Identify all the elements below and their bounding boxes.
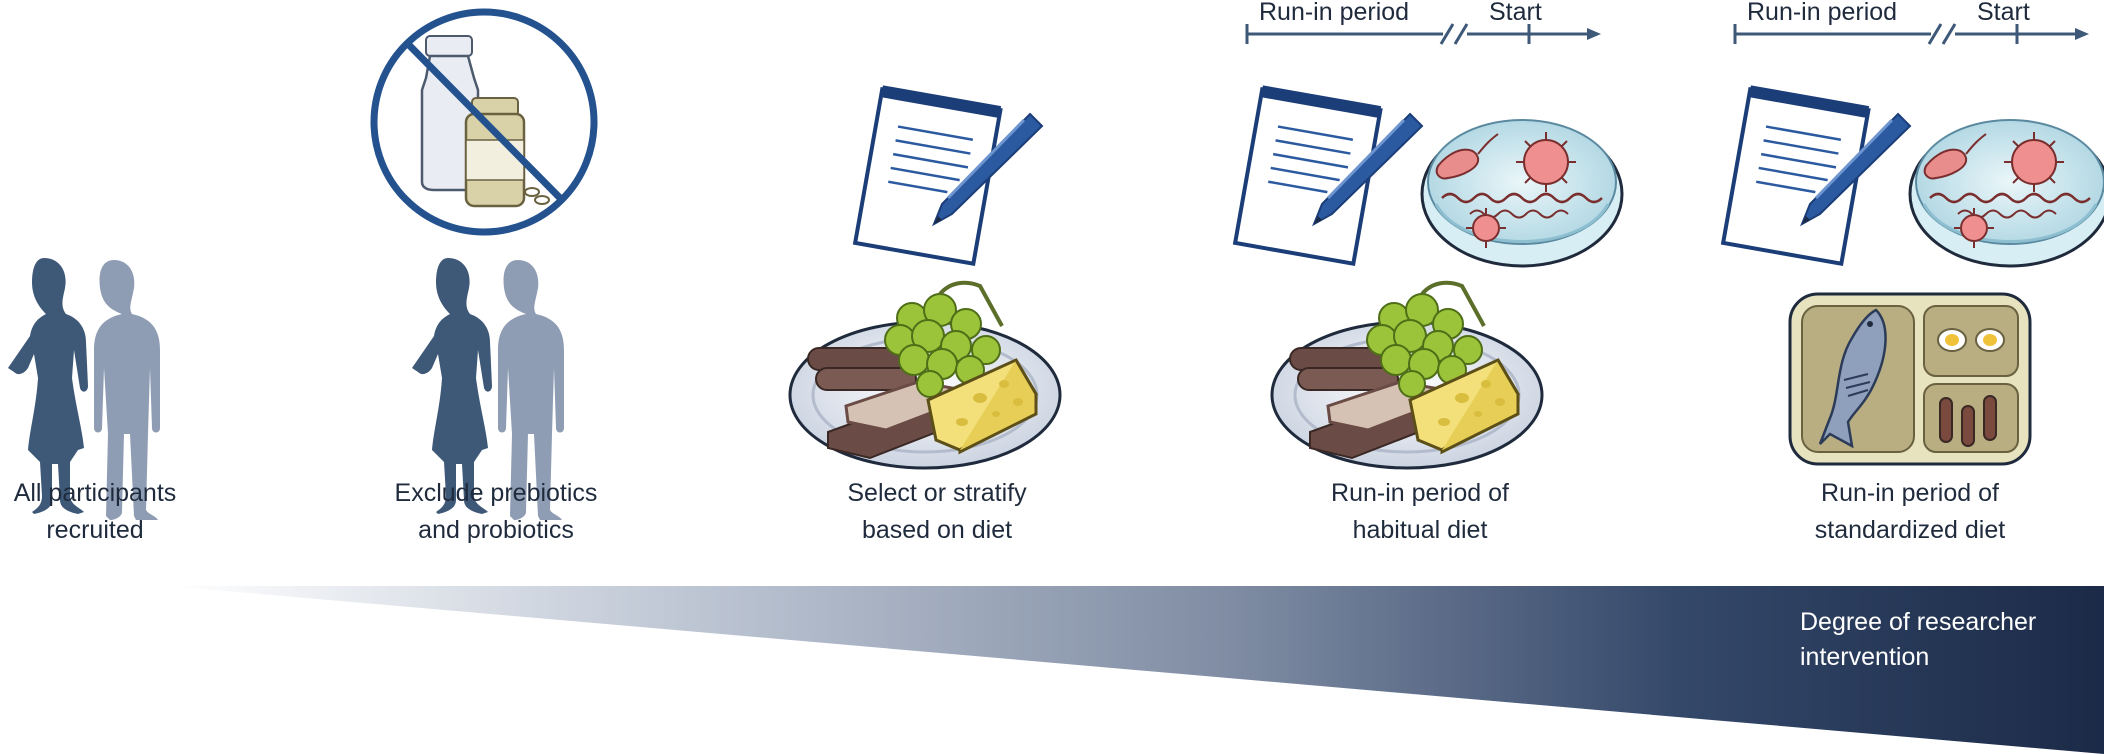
stage-caption-1: All participants recruited <box>0 475 265 549</box>
intervention-label-line: intervention <box>1800 643 1930 671</box>
notepad-pen-icon <box>1233 83 1424 266</box>
meal-tray-icon <box>1788 292 2032 466</box>
food-plate-icon <box>788 280 1062 470</box>
petri-dish-icon <box>1420 118 1624 268</box>
timeline-runin-label: Run-in period <box>1747 0 1898 26</box>
caption-line: Exclude prebiotics <box>394 479 598 507</box>
timeline-arrow <box>1733 22 2091 46</box>
caption-line: standardized diet <box>1814 516 2006 544</box>
no-supplements-icon <box>370 8 598 236</box>
timeline-runin-label: Run-in period <box>1259 0 1410 26</box>
notepad-pen-icon <box>853 83 1044 266</box>
timeline-arrow <box>1245 22 1603 46</box>
stage-caption-3: Select or stratify based on diet <box>767 475 1107 549</box>
stage-caption-4: Run-in period of habitual diet <box>1250 475 1590 549</box>
caption-line: and probiotics <box>418 516 574 544</box>
timeline-start-label: Start <box>1489 0 1542 26</box>
caption-line: Run-in period of <box>1331 479 1509 507</box>
intervention-label: Degree of researcher intervention <box>1800 605 2090 675</box>
notepad-pen-icon <box>1721 83 1912 266</box>
caption-line: recruited <box>46 516 144 544</box>
timeline-start-label: Start <box>1977 0 2030 26</box>
stage-caption-2: Exclude prebiotics and probiotics <box>326 475 666 549</box>
caption-line: Select or stratify <box>847 479 1027 507</box>
stage-caption-5: Run-in period of standardized diet <box>1740 475 2080 549</box>
caption-line: habitual diet <box>1352 516 1488 544</box>
petri-dish-icon <box>1908 118 2104 268</box>
intervention-label-line: Degree of researcher <box>1800 608 2037 636</box>
caption-line: based on diet <box>861 516 1013 544</box>
food-plate-icon <box>1270 280 1544 470</box>
caption-line: All participants <box>13 479 177 507</box>
caption-line: Run-in period of <box>1821 479 1999 507</box>
intervention-wedge <box>168 586 2104 754</box>
